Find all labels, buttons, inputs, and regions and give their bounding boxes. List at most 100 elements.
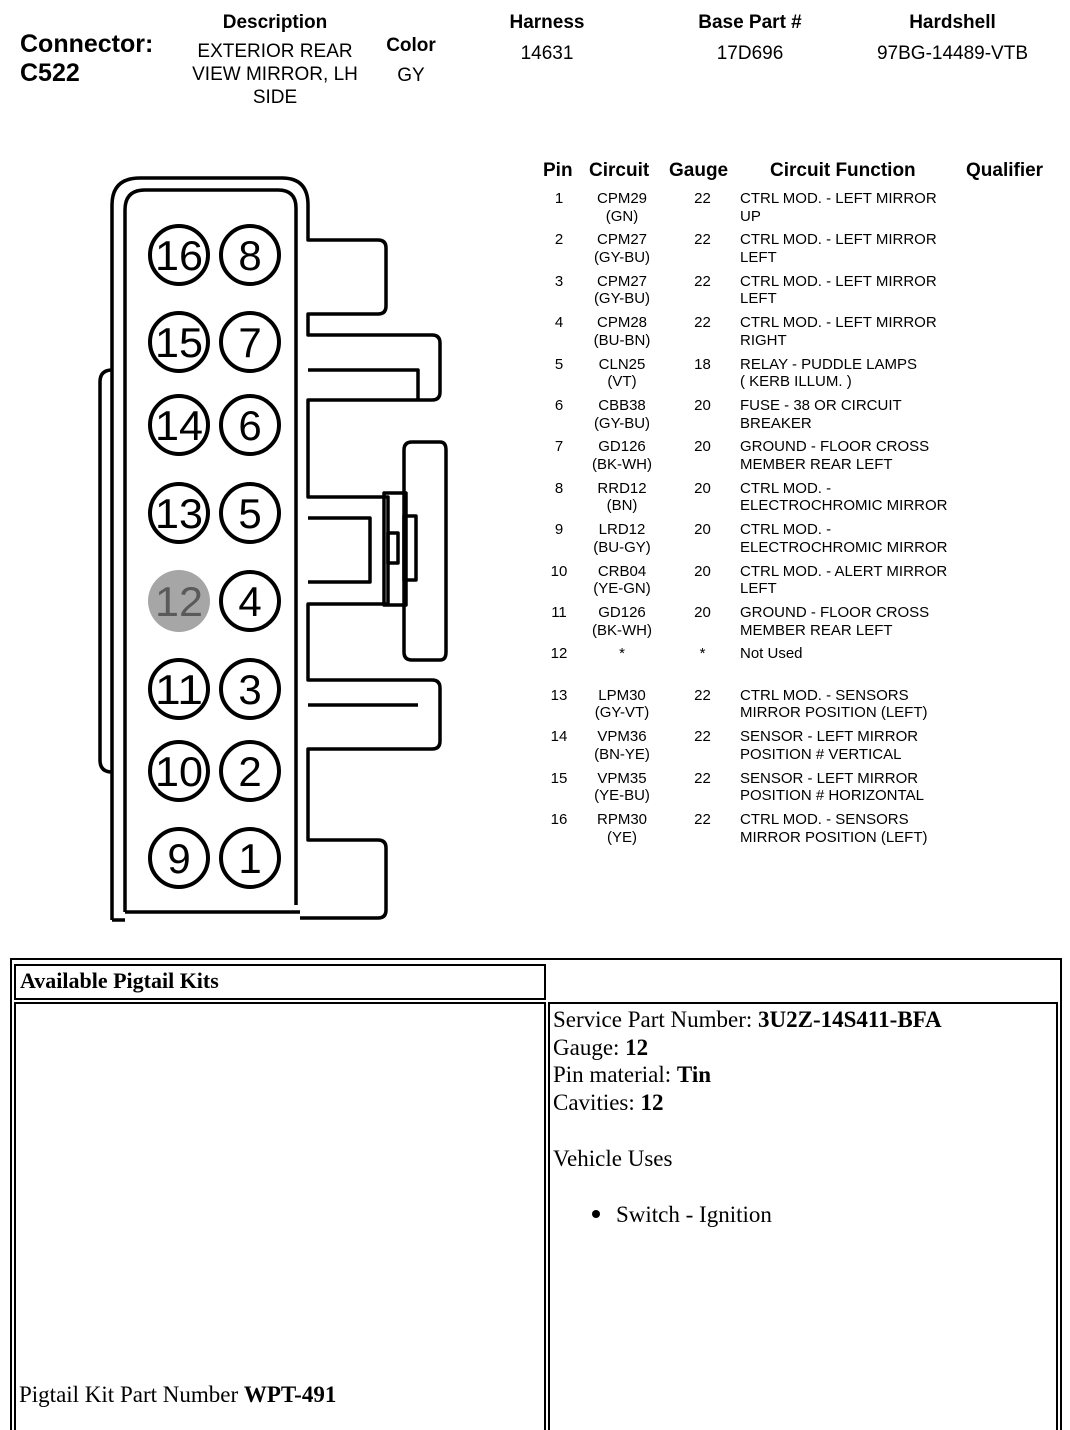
function-line: ( KERB ILLUM. ) [740,373,852,391]
pin-cavity [219,570,281,632]
gauge-cell: 20 [694,562,711,580]
recess-line [308,368,420,400]
gauge-cell: 22 [694,769,711,787]
pin-cavity [219,658,281,720]
circuit-cell: CRB04(YE-GN) [582,563,662,598]
pin-number: 10 [550,562,568,580]
circuit-cell: CPM27(GY-BU) [582,273,662,308]
circuit-line: CPM29 [596,190,648,207]
function-cell: CTRL MOD. -ELECTROCHROMIC MIRROR [740,480,980,515]
circuit-line: (BN) [606,497,638,515]
description-value: EXTERIOR REAR VIEW MIRROR, LH SIDE [170,40,380,109]
kits-outer-frame [10,958,1062,1430]
circuit-line: CPM27 [596,272,648,290]
description-line: EXTERIOR REAR [197,41,353,62]
pin-cavity [148,224,210,286]
circuit-cell: CLN25(VT) [582,356,662,391]
unused-pin-cavity [148,570,210,632]
pin-label: 4 [238,578,261,625]
function-line: SENSOR - LEFT MIRROR [740,769,919,787]
function-cell: CTRL MOD. -ELECTROCHROMIC MIRROR [740,521,980,556]
circuit-line: (BK-WH) [592,455,652,473]
function-line: BREAKER [740,414,812,432]
color-label: Color [386,35,436,56]
latch-body [382,491,408,607]
pin-label: 11 [155,666,203,713]
pin-label: 14 [155,402,203,449]
circuit-cell: VPM35(YE-BU) [582,770,662,805]
gauge-cell: 22 [694,314,711,332]
pin-label: 12 [155,578,203,625]
circuit-line: CPM27 [596,231,648,249]
gauge-cell: 22 [694,728,711,746]
function-line: MIRROR POSITION (LEFT) [740,828,928,846]
function-line: CTRL MOD. - [740,521,832,539]
pin-number: 4 [554,314,564,332]
description-line: VIEW MIRROR, LH [192,64,358,85]
circuit-line: CLN25 [598,355,646,373]
hardshell-label: Hardshell [909,12,996,33]
circuit-line: (YE) [607,828,637,846]
function-line: MIRROR POSITION (LEFT) [740,704,928,722]
circuit-line: (BU-BN) [593,331,651,349]
col-header-function: Circuit Function [770,160,916,181]
pin-cavity [219,482,281,544]
pin-number: 9 [554,521,564,539]
kits-title: Available Pigtail Kits [20,968,219,993]
base-part-label: Base Part # [698,12,802,33]
pin-cavity [219,740,281,802]
function-line: POSITION # HORIZONTAL [740,787,924,805]
col-header-pin: Pin [543,160,573,181]
gauge-cell: 20 [694,397,711,414]
circuit-line: LPM30 [598,686,646,704]
service-part-value: 3U2Z-14S411-BFA [758,1007,942,1032]
description-label: Description [222,12,328,33]
gauge-cell: 22 [694,686,711,704]
function-line: Not Used [740,645,803,663]
function-line: CTRL MOD. - SENSORS [740,686,909,704]
latch-tab [402,514,418,582]
circuit-cell: CPM28(BU-BN) [582,314,662,349]
pin-label: 10 [155,748,203,795]
function-line: CTRL MOD. - SENSORS [740,811,909,828]
circuit-line: GD126 [598,438,646,456]
gauge-cell: * [699,645,706,663]
pigtail-kit-line: Pigtail Kit Part Number WPT-491 [19,1381,336,1409]
housing-inner-outline [123,188,298,912]
function-line: FUSE - 38 OR CIRCUIT [740,397,902,414]
circuit-cell: GD126(BK-WH) [582,438,662,473]
pin-cavity [219,224,281,286]
pin-label: 6 [238,402,261,449]
pin-number: 2 [554,231,564,249]
circuit-line: (GY-VT) [594,704,650,722]
gauge-cell: 22 [694,231,711,249]
function-line: LEFT [740,290,777,308]
circuit-line: VPM35 [597,769,647,787]
gauge-line: Gauge: 12 [553,1034,648,1062]
circuit-cell: CBB38(GY-BU) [582,397,662,432]
pin-label: 1 [238,835,261,882]
circuit-line: * [619,645,625,663]
circuit-line: (BN-YE) [594,745,650,763]
housing-outline [110,176,442,920]
pin-label: 9 [167,835,190,882]
pin-label: 15 [155,319,203,366]
gauge-cell: 22 [694,190,711,207]
color-value: GY [397,65,425,86]
circuit-line: VPM36 [597,728,647,746]
pin-cavity [148,827,210,889]
col-header-qualifier: Qualifier [966,160,1044,181]
function-line: CTRL MOD. - [740,479,832,497]
recess-line [308,516,372,584]
function-line: ELECTROCHROMIC MIRROR [740,497,948,515]
pin-number: 7 [554,438,564,456]
circuit-line: RPM30 [596,811,648,828]
